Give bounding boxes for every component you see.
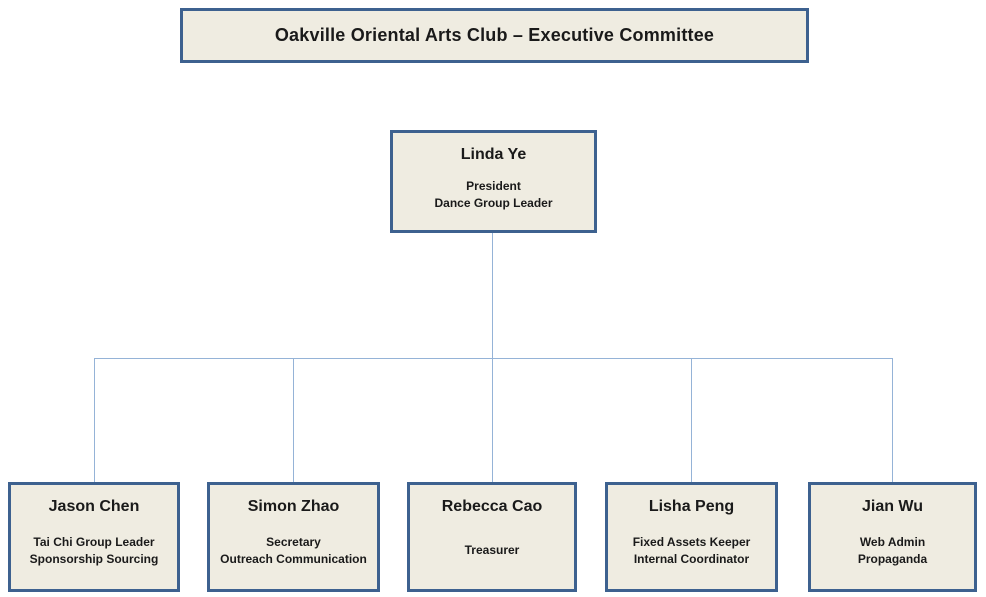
role-line: Dance Group Leader [434, 196, 553, 210]
person-name: Simon Zhao [247, 498, 340, 515]
person-roles: Secretary Outreach Communication [220, 518, 367, 589]
role-line: Secretary [266, 534, 321, 549]
node-jian-wu: Jian Wu Web Admin Propaganda [808, 482, 977, 592]
person-name: Lisha Peng [648, 498, 735, 515]
connector-horizontal-bus [94, 358, 893, 359]
chart-title: Oakville Oriental Arts Club – Executive … [274, 25, 715, 45]
role-line: Outreach Communication [220, 551, 367, 566]
person-roles: Treasurer [465, 518, 520, 589]
person-name: Rebecca Cao [441, 498, 543, 515]
role-line: Treasurer [464, 543, 520, 557]
node-president: Linda Ye President Dance Group Leader [390, 130, 597, 233]
chart-title-box: Oakville Oriental Arts Club – Executive … [180, 8, 809, 63]
connector-drop-jason [94, 358, 95, 482]
person-roles: Fixed Assets Keeper Internal Coordinator [633, 518, 751, 589]
connector-drop-rebecca [492, 358, 493, 482]
role-line: Fixed Assets Keeper [632, 534, 751, 549]
role-line: Tai Chi Group Leader [33, 534, 155, 549]
node-jason-chen: Jason Chen Tai Chi Group Leader Sponsors… [8, 482, 180, 592]
node-lisha-peng: Lisha Peng Fixed Assets Keeper Internal … [605, 482, 778, 592]
person-roles: President Dance Group Leader [434, 166, 552, 230]
role-line: Sponsorship Sourcing [29, 551, 159, 566]
role-line: Internal Coordinator [633, 551, 750, 566]
role-line: Web Admin [859, 534, 926, 549]
person-roles: Tai Chi Group Leader Sponsorship Sourcin… [30, 518, 159, 589]
connector-root-drop [492, 233, 493, 358]
role-line: Propaganda [857, 551, 928, 566]
connector-drop-jian [892, 358, 893, 482]
connector-drop-simon [293, 358, 294, 482]
person-name: Jian Wu [861, 498, 924, 515]
node-rebecca-cao: Rebecca Cao Treasurer [407, 482, 577, 592]
node-simon-zhao: Simon Zhao Secretary Outreach Communicat… [207, 482, 380, 592]
role-line: President [466, 179, 521, 193]
connector-drop-lisha [691, 358, 692, 482]
person-name: Linda Ye [460, 146, 527, 163]
person-roles: Web Admin Propaganda [858, 518, 927, 589]
person-name: Jason Chen [48, 498, 140, 515]
